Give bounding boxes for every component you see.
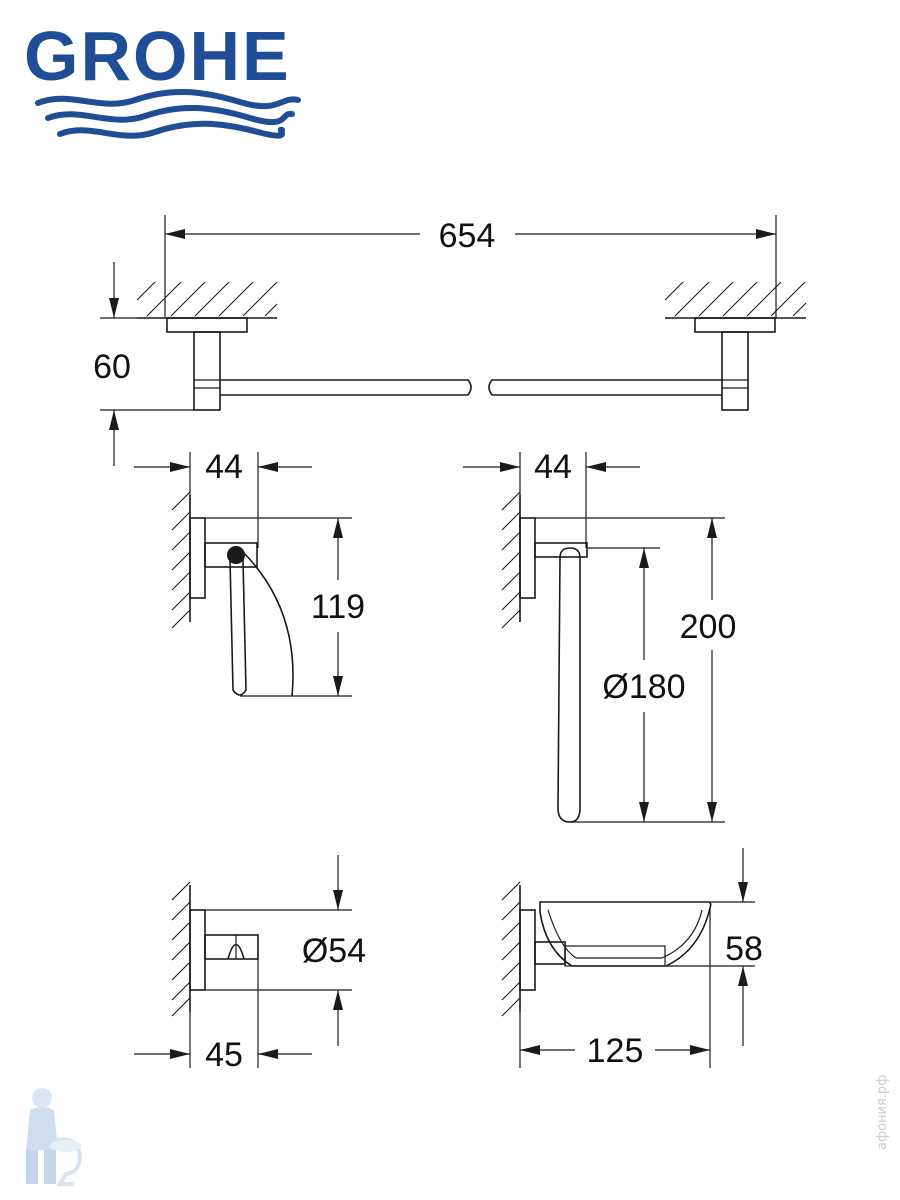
towel-bar-drawing: 654 [93,215,807,466]
plumber-mascot-icon [26,1088,83,1186]
dim-towel-bar-width: 654 [439,217,496,255]
brand-name: GROHE [24,17,291,95]
towel-holder-drawing: 44 119 [134,448,365,697]
dim-ring-height: 200 [680,608,737,646]
grohe-logo: GROHE [24,17,301,139]
watermark-text: афония.рф [875,1075,890,1150]
dim-soap-dish-height: 58 [725,930,763,968]
wall-hatch-right [664,281,807,319]
robe-hook-drawing: Ø54 45 [134,855,366,1074]
wave-icon [35,88,301,139]
dim-ring-depth: 44 [534,448,572,486]
soap-dish-drawing: 58 125 [501,848,763,1070]
dim-hook-diameter: Ø54 [302,932,366,970]
towel-ring-drawing: 44 200 Ø180 [463,448,737,823]
dim-ring-diameter: Ø180 [602,668,685,706]
dim-soap-dish-depth: 125 [587,1032,644,1070]
dim-towel-bar-height: 60 [93,348,131,386]
wall-hatch-left [136,281,278,319]
dim-holder-height: 119 [311,588,365,626]
dim-hook-depth: 45 [205,1036,243,1074]
dim-holder-depth: 44 [205,448,243,486]
